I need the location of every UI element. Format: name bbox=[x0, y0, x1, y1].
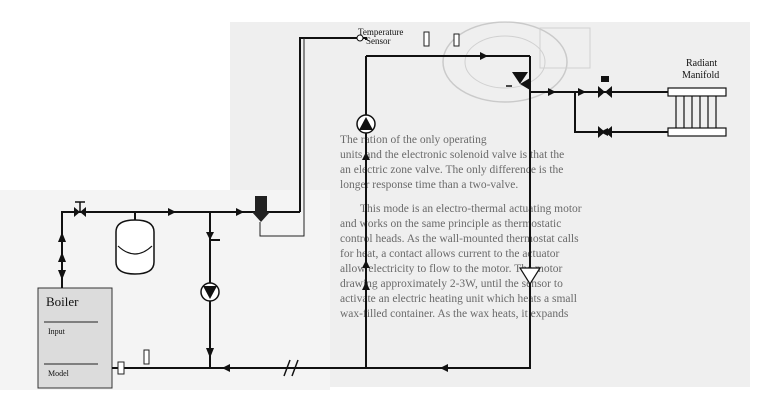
bg-text-line: The ration of the only operating bbox=[340, 134, 487, 146]
bg-text-line: longer response time than a two-valve. bbox=[340, 179, 518, 191]
bg-text-line: and works on the same principle as therm… bbox=[340, 218, 561, 230]
primary-loop-piping bbox=[61, 211, 300, 369]
bg-text-line: allow electricity to flow to the motor. … bbox=[340, 263, 563, 275]
secondary-pump bbox=[356, 114, 376, 134]
gauge-icon bbox=[453, 33, 460, 47]
boiler-return-valve bbox=[117, 361, 125, 375]
air-separator bbox=[252, 196, 270, 222]
background-photo bbox=[442, 21, 591, 103]
manifold-label: Manifold bbox=[682, 70, 719, 81]
bg-text-line: activate an electric heating unit which … bbox=[340, 293, 577, 305]
sensor-label: Sensor bbox=[366, 36, 391, 46]
flow-arrows bbox=[58, 208, 244, 372]
return-thermometer bbox=[143, 349, 150, 365]
expansion-tank bbox=[115, 212, 155, 275]
radiant-label: Radiant bbox=[686, 58, 717, 69]
temperature-sensor: Temperature Sensor bbox=[356, 27, 460, 47]
boiler-model-label: Model bbox=[48, 369, 70, 378]
zone-valve bbox=[598, 76, 612, 138]
temperature-label: Temperature bbox=[358, 27, 403, 37]
secondary-piping bbox=[259, 37, 668, 369]
boiler-supply-valve bbox=[74, 201, 86, 217]
bg-text-line: an electric zone valve. The only differe… bbox=[340, 164, 563, 176]
check-valve bbox=[283, 359, 299, 377]
boiler-input-label: Input bbox=[48, 327, 66, 336]
primary-pump bbox=[200, 282, 220, 302]
bg-text-line: for heat, a contact allows current to th… bbox=[340, 248, 560, 260]
background-text: The ration of the only operating units a… bbox=[340, 134, 582, 320]
mixing-valve bbox=[506, 72, 530, 90]
bg-text-line: wax-filled container. As the wax heats, … bbox=[340, 308, 569, 320]
boiler-body bbox=[37, 287, 113, 389]
thermometer-icon bbox=[423, 31, 430, 47]
bg-text-line: This mode is an electro-thermal actuatin… bbox=[360, 203, 582, 215]
boiler-label: Boiler bbox=[46, 294, 79, 309]
return-pump bbox=[518, 267, 542, 286]
bg-text-line: control heads. As the wall-mounted therm… bbox=[340, 233, 579, 245]
bg-text-line: drawing approximately 2-3W, until the se… bbox=[340, 278, 563, 290]
boiler: Boiler Input Model bbox=[37, 287, 113, 389]
radiant-manifold: Radiant Manifold bbox=[667, 58, 727, 137]
bg-text-line: units and the electronic solenoid valve … bbox=[340, 149, 564, 161]
